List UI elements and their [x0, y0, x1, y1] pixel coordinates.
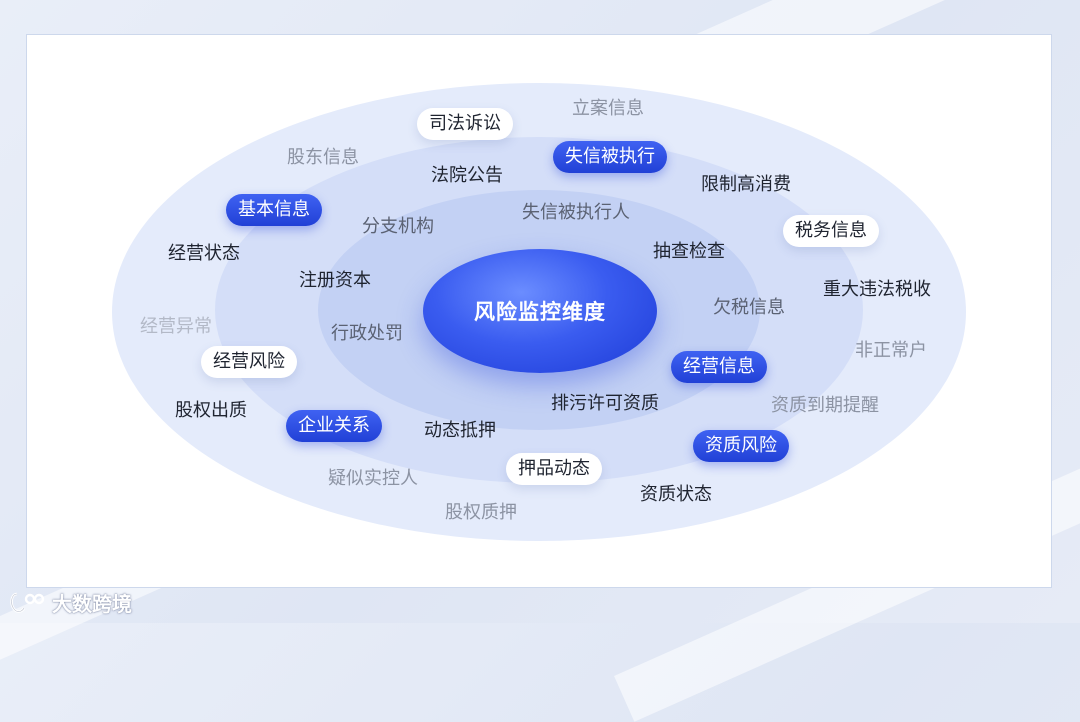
- category-jingying-xinxi: 经营信息: [671, 351, 767, 383]
- label-guquan-zhiya: 股权质押: [445, 502, 517, 523]
- label-guquan-chuzhi: 股权出质: [175, 400, 247, 421]
- label-paiwu: 排污许可资质: [551, 393, 659, 414]
- watermark-text: 大数跨境: [52, 592, 132, 616]
- label-zhuce: 注册资本: [299, 270, 371, 291]
- center-label: 风险监控维度: [474, 300, 606, 324]
- label-zizhi-daoqi: 资质到期提醒: [771, 395, 879, 416]
- label-xingzheng: 行政处罚: [331, 323, 403, 344]
- label-jingying-yichang: 经营异常: [140, 316, 212, 337]
- category-jiben: 基本信息: [226, 194, 322, 226]
- label-zhongda: 重大违法税收: [823, 279, 931, 300]
- label-qianshui: 欠税信息: [713, 297, 785, 318]
- label-zizhi-zhuangtai: 资质状态: [640, 484, 712, 505]
- center-node: 风险监控维度: [423, 249, 657, 373]
- category-zizhi-fengxian: 资质风险: [693, 430, 789, 462]
- label-fayuan: 法院公告: [431, 165, 503, 186]
- label-jingying-zhuangtai: 经营状态: [168, 243, 240, 264]
- label-fenzhi: 分支机构: [362, 216, 434, 237]
- category-shixin-zhixing: 失信被执行: [553, 141, 667, 173]
- label-feizheng: 非正常户: [855, 340, 927, 361]
- label-lian: 立案信息: [572, 98, 644, 119]
- label-gudong: 股东信息: [287, 147, 359, 168]
- category-qiye-guanxi: 企业关系: [286, 410, 382, 442]
- label-choucha: 抽查检查: [653, 241, 725, 262]
- label-xianzhi: 限制高消费: [701, 174, 791, 195]
- category-sifa: 司法诉讼: [417, 108, 513, 140]
- category-yapin: 押品动态: [506, 453, 602, 485]
- category-shuiwu: 税务信息: [783, 215, 879, 247]
- label-dongtai: 动态抵押: [424, 420, 496, 441]
- category-jingying-fengxian: 经营风险: [201, 346, 297, 378]
- watermark-logo: 大数跨境: [8, 588, 132, 617]
- label-yisi: 疑似实控人: [328, 468, 418, 489]
- logo-icon: [10, 592, 45, 613]
- label-shixin-ren: 失信被执行人: [522, 202, 630, 223]
